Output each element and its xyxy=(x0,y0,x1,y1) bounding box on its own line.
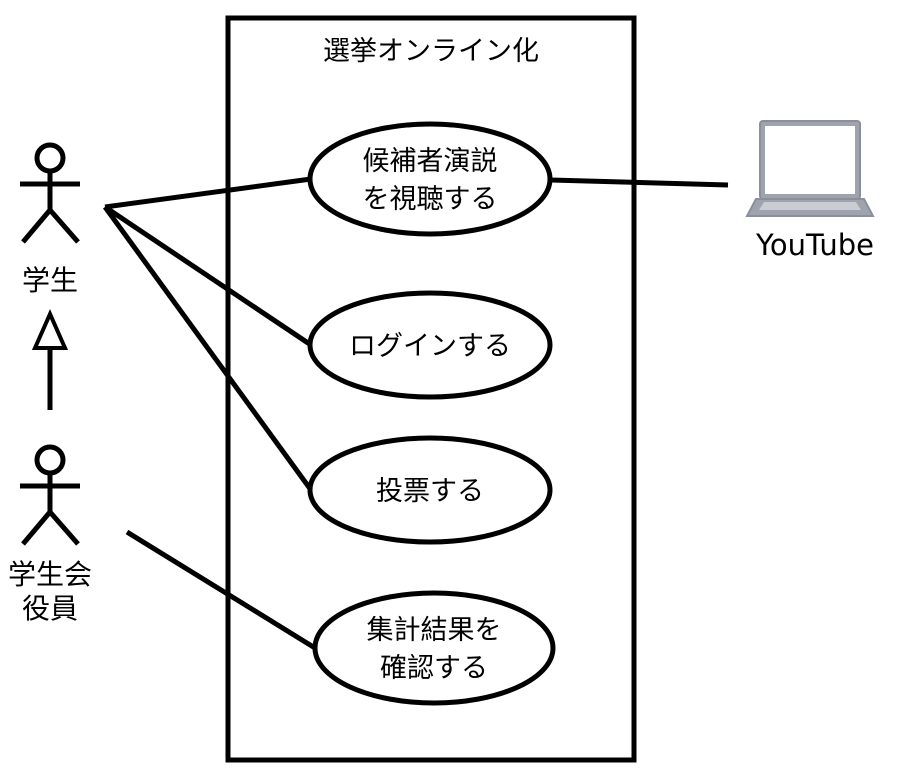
use-case-check-results-line2: 確認する xyxy=(380,653,488,684)
actor-student xyxy=(20,142,80,244)
actor-council-label-line2: 役員 xyxy=(22,592,78,625)
use-case-login xyxy=(307,290,553,400)
association-council-results xyxy=(125,529,317,651)
use-case-check-results-line1: 集計結果を xyxy=(367,615,502,646)
use-case-vote xyxy=(307,435,553,545)
generalization-arrowhead xyxy=(31,309,69,350)
association-student-watch xyxy=(104,176,312,210)
use-case-login-label: ログインする xyxy=(349,331,511,362)
actor-council xyxy=(20,444,80,546)
association-student-vote xyxy=(102,205,314,492)
use-case-watch-speech-line1: 候補者演説 xyxy=(363,146,498,177)
use-case-watch-speech xyxy=(307,121,553,237)
association-watch-youtube xyxy=(550,177,729,188)
laptop-screen xyxy=(765,126,855,194)
association-student-login xyxy=(103,204,313,348)
use-case-check-results xyxy=(312,590,556,706)
use-case-watch-speech-line2: を視聴する xyxy=(363,184,498,215)
actor-student-right-leg xyxy=(48,208,80,244)
use-case-vote-label: 投票する xyxy=(376,476,484,507)
actor-student-label: 学生 xyxy=(22,264,78,297)
actor-youtube-label: YouTube xyxy=(755,228,874,262)
actor-council-right-leg xyxy=(48,510,80,546)
actor-council-label-line1: 学生会 xyxy=(8,558,92,591)
actor-council-left-leg xyxy=(21,510,52,546)
system-title: 選挙オンライン化 xyxy=(323,36,539,67)
system-boundary xyxy=(225,15,637,763)
actor-student-left-leg xyxy=(21,208,52,244)
actor-council-head xyxy=(34,444,66,476)
laptop-icon xyxy=(745,120,875,217)
laptop-keyboard xyxy=(759,202,861,210)
actor-student-head xyxy=(34,142,66,174)
